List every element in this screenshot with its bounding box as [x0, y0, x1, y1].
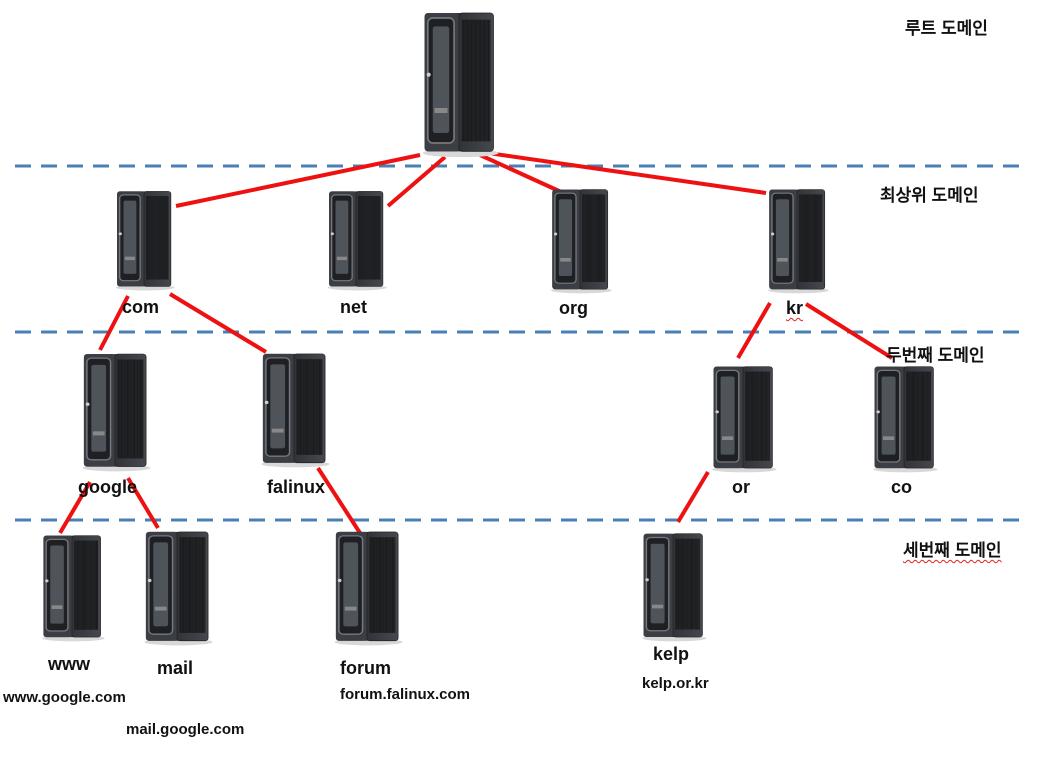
level-label-root: 루트 도메인 [905, 19, 988, 38]
level-label-third: 세번째 도메인 [903, 541, 1002, 560]
fqdn-www: www.google.com [3, 689, 126, 706]
node-label-www: www [48, 654, 91, 674]
edge-root-org [479, 153, 571, 198]
server-tower-icon [869, 363, 939, 473]
server-tower-icon [418, 8, 500, 158]
edge-falinux-forum [316, 466, 362, 535]
server-tower-icon [257, 350, 331, 468]
node-label-falinux: falinux [267, 477, 326, 497]
level-label-tld: 최상위 도메인 [880, 186, 979, 205]
server-tower-icon [324, 188, 388, 291]
node-label-mail: mail [157, 658, 194, 678]
node-label-google: google [78, 477, 137, 497]
server-tower-icon [78, 350, 152, 472]
edge-root-net [386, 155, 447, 208]
server-tower-icon [112, 188, 176, 291]
edge-root-com [175, 153, 421, 208]
server-tower-icon [38, 532, 106, 642]
node-label-kelp: kelp [653, 644, 690, 664]
server-tower-icon [547, 186, 613, 294]
node-label-net: net [340, 297, 367, 317]
server-tower-icon [708, 363, 778, 473]
node-label-forum: forum [340, 658, 391, 678]
edge-kr-or [736, 301, 772, 360]
node-label-or: or [732, 477, 750, 497]
edge-com-falinux [168, 292, 268, 354]
fqdn-mail: mail.google.com [126, 721, 245, 738]
level-label-second: 두번째 도메인 [886, 346, 985, 365]
edge-or-kelp [676, 470, 710, 524]
server-tower-icon [330, 528, 404, 646]
server-tower-icon [638, 530, 708, 642]
node-label-com: com [122, 297, 160, 317]
node-label-kr: kr [786, 298, 804, 318]
fqdn-forum: forum.falinux.com [340, 686, 471, 703]
edge-kr-co [804, 302, 894, 360]
edge-google-www [58, 480, 92, 535]
node-label-org: org [559, 298, 588, 318]
edge-root-kr [487, 151, 767, 195]
edge-com-google [98, 295, 130, 351]
edge-google-mail [126, 476, 160, 530]
node-label-co: co [891, 477, 913, 497]
server-tower-icon [764, 186, 830, 294]
server-tower-icon [140, 528, 214, 646]
fqdn-kelp: kelp.or.kr [642, 675, 709, 692]
